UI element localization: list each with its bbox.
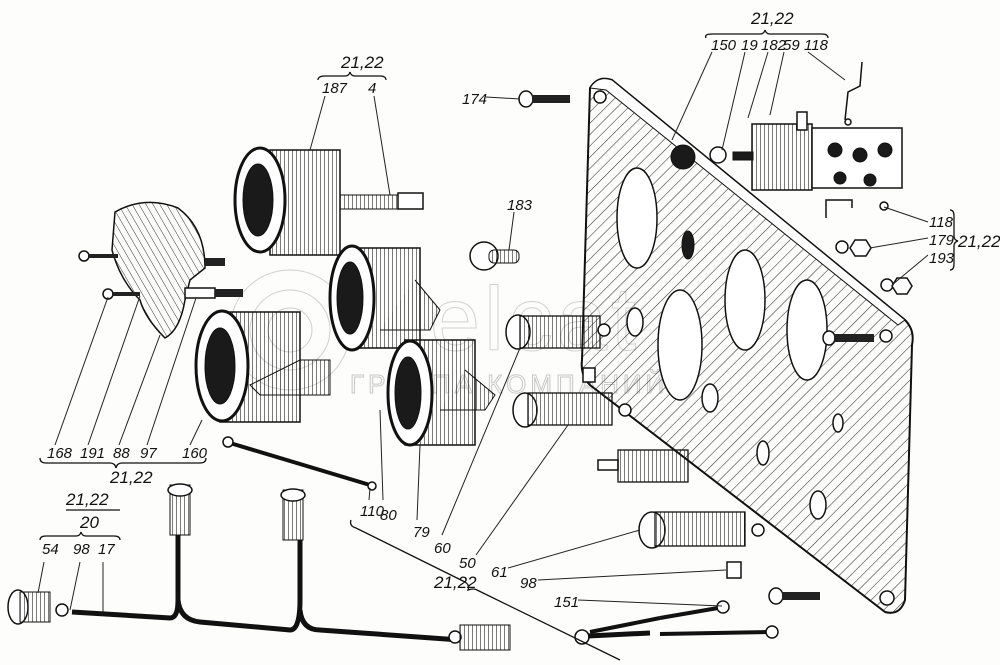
label-183: 183 <box>507 197 533 214</box>
label-80: 80 <box>380 507 397 524</box>
leader-lines <box>37 51 929 612</box>
gauge-80 <box>328 244 441 352</box>
label-ref-right: 21,22 <box>957 232 1000 251</box>
gauge-160 <box>194 309 331 423</box>
label-19: 19 <box>741 37 758 54</box>
screw-bottom <box>768 587 820 605</box>
label-98-diagonal: 98 <box>520 575 537 592</box>
clip-98 <box>726 561 742 579</box>
label-193: 193 <box>929 250 955 267</box>
switch-block <box>732 61 903 218</box>
rod-110 <box>222 436 377 491</box>
label-ref-diagonal: 21,22 <box>433 573 477 592</box>
label-54: 54 <box>42 541 59 558</box>
label-97: 97 <box>140 445 157 462</box>
label-182: 182 <box>761 37 787 54</box>
label-168: 168 <box>47 445 73 462</box>
labels: 21,22 150 19 182 59 118 21,22 187 4 174 … <box>42 9 1000 611</box>
label-179: 179 <box>929 232 955 249</box>
wire-harness <box>7 483 511 651</box>
label-ref-harness-bottom: 20 <box>79 513 99 532</box>
lamp-60 <box>505 314 611 350</box>
nut-182 <box>709 146 727 164</box>
label-151: 151 <box>554 594 579 611</box>
gauge-187 <box>233 146 424 256</box>
lamp-50 <box>512 392 632 428</box>
label-110: 110 <box>360 503 385 520</box>
label-191: 191 <box>80 445 105 462</box>
gauge-79 <box>386 339 496 447</box>
label-50: 50 <box>459 555 476 572</box>
nuts-washers-right <box>835 239 913 295</box>
cover-plate <box>78 201 243 339</box>
label-ref-top-center: 21,22 <box>340 53 384 72</box>
label-118-right: 118 <box>929 214 954 231</box>
clip-small <box>582 367 596 383</box>
braces <box>39 29 959 661</box>
label-59: 59 <box>783 37 800 54</box>
label-61: 61 <box>491 564 508 581</box>
instrument-panel-plate <box>580 77 914 614</box>
screw-plate-right <box>822 330 874 346</box>
label-88: 88 <box>113 445 130 462</box>
label-ref-harness-top: 21,22 <box>65 490 109 509</box>
label-ref-left-bottom: 21,22 <box>109 468 153 487</box>
label-118-top: 118 <box>804 37 829 54</box>
wires-151 <box>574 600 779 645</box>
screw-174 <box>518 90 570 108</box>
lamp-61 <box>638 511 765 549</box>
label-187: 187 <box>322 80 348 97</box>
label-4: 4 <box>368 80 376 97</box>
label-160: 160 <box>182 445 208 462</box>
bulb-183 <box>469 241 520 271</box>
label-17: 17 <box>98 541 115 558</box>
switch-61-upper <box>597 449 689 483</box>
label-ref-top-right: 21,22 <box>750 9 794 28</box>
label-79: 79 <box>413 524 430 541</box>
label-150: 150 <box>711 37 737 54</box>
label-98-harness: 98 <box>73 541 90 558</box>
knob-150 <box>670 144 696 170</box>
label-174: 174 <box>462 91 487 108</box>
label-60: 60 <box>434 540 451 557</box>
